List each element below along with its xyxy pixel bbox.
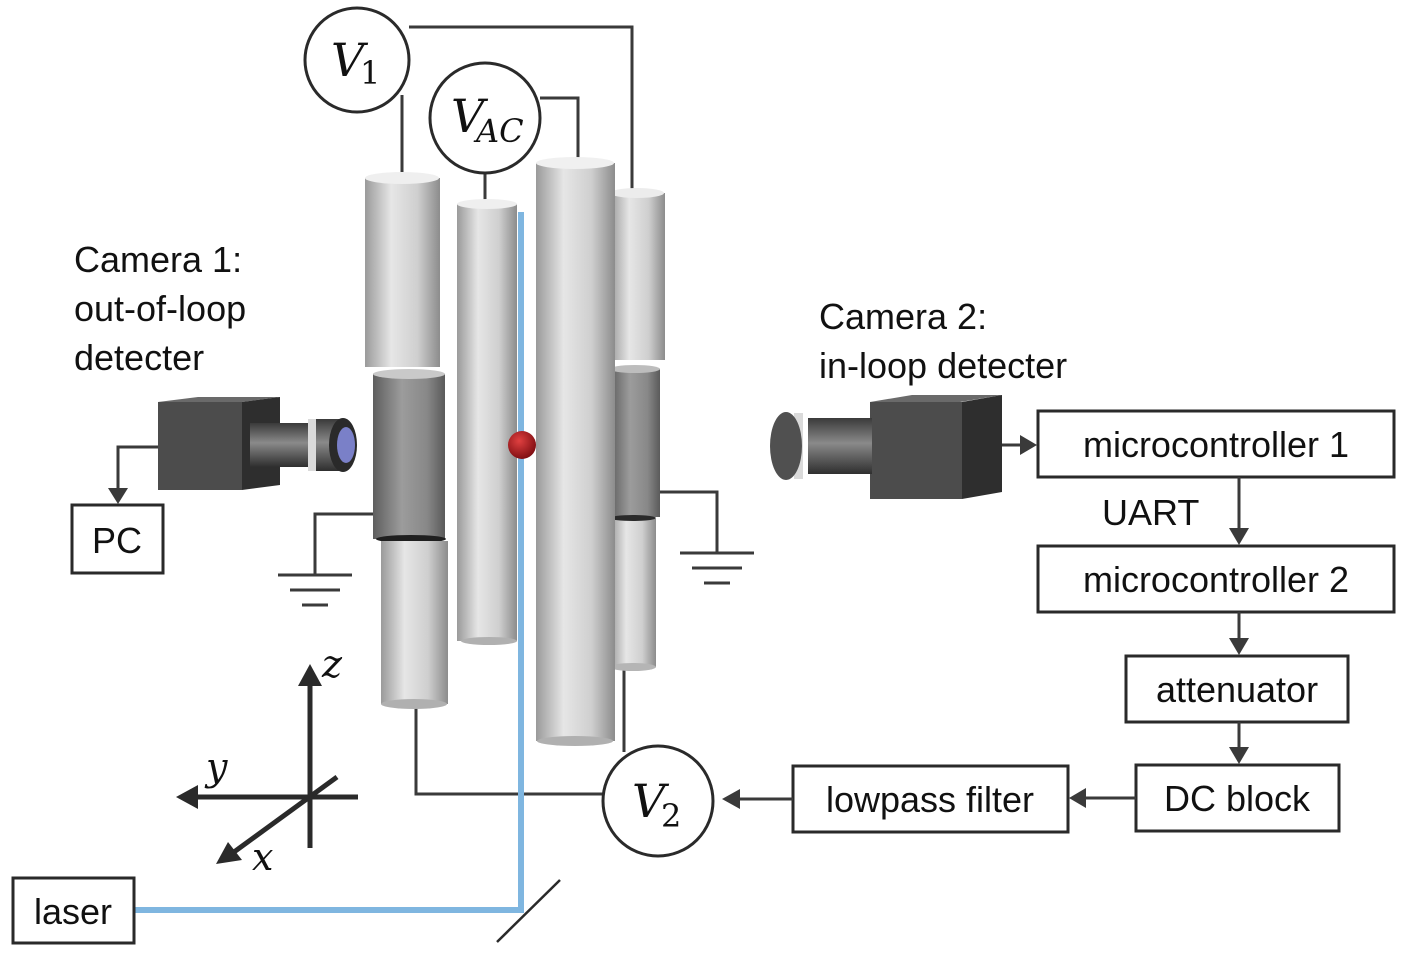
axis-z-label: z [321,642,343,686]
coordinate-axes: z y x [176,642,358,879]
svg-text:DC block: DC block [1164,778,1311,819]
svg-text:detecter: detecter [74,337,204,378]
svg-text:PC: PC [92,520,142,561]
voltage-source-vac: V AC [428,61,542,175]
electrode-right-front [536,157,615,746]
svg-text:V: V [632,774,670,828]
dc-block-box: DC block [1134,763,1341,833]
camera-2-label: Camera 2: in-loop detecter [819,296,1067,386]
svg-text:in-loop detecter: in-loop detecter [819,345,1067,386]
v1-wires [400,25,634,192]
svg-text:V: V [331,33,369,87]
svg-text:AC: AC [473,112,524,150]
svg-text:attenuator: attenuator [1156,669,1318,710]
microcontroller-2-box: microcontroller 2 [1036,544,1396,614]
svg-text:2: 2 [661,797,681,835]
svg-text:V: V [451,89,489,143]
arrowhead [1020,435,1037,455]
attenuator-box: attenuator [1124,654,1350,724]
arrowhead [1229,638,1249,655]
electrode-center-thin [457,199,517,645]
axis-y-label: y [204,745,228,789]
arrowhead [1069,788,1086,808]
svg-text:1: 1 [360,54,380,92]
svg-text:Camera 1:: Camera 1: [74,239,242,280]
svg-text:laser: laser [34,891,112,932]
v2-wires [414,668,626,796]
mirror [496,879,561,943]
svg-text:lowpass filter: lowpass filter [826,779,1034,820]
svg-text:Camera 2:: Camera 2: [819,296,987,337]
ground-right [657,490,754,585]
camera1-to-pc-arrow [116,445,158,490]
camera-1-icon [158,397,357,490]
arrowhead [108,488,128,504]
camera-1-label: Camera 1: out-of-loop detecter [74,239,246,378]
trapped-particle [508,431,536,459]
svg-text:microcontroller 1: microcontroller 1 [1083,424,1349,465]
camera-2-icon [770,395,1002,499]
electrode-left-segmented [365,172,448,709]
svg-text:microcontroller 2: microcontroller 2 [1083,559,1349,600]
vac-wires [483,96,580,203]
arrowhead [722,789,740,809]
arrowhead [1229,528,1249,545]
electrode-right-back [610,188,665,671]
axis-x-label: x [252,835,273,879]
voltage-source-v1: V 1 [303,6,411,114]
uart-label: UART [1102,492,1199,533]
voltage-source-v2: V 2 [601,744,715,858]
laser-box: laser [11,876,136,945]
ground-left [278,512,378,607]
lowpass-filter-box: lowpass filter [791,764,1070,834]
arrowhead [1229,747,1249,764]
svg-text:out-of-loop: out-of-loop [74,288,246,329]
microcontroller-1-box: microcontroller 1 [1036,409,1396,479]
pc-box: PC [70,503,165,575]
